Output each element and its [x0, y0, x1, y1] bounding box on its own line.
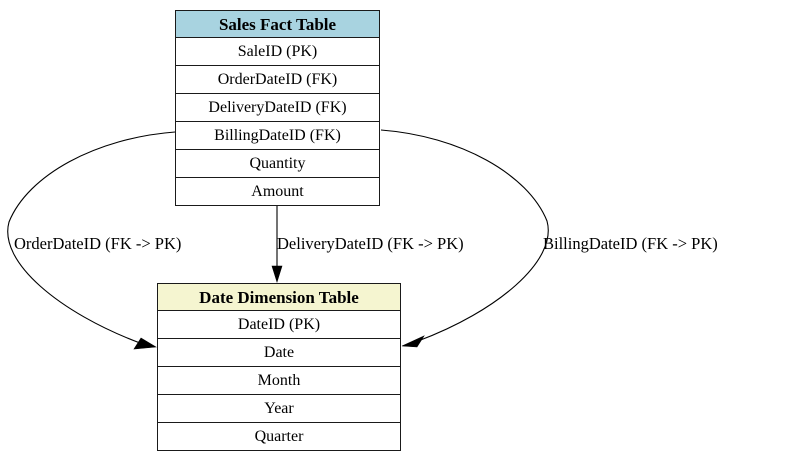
edge-label-billingdateid: BillingDateID (FK -> PK)	[543, 234, 718, 253]
sales-fact-field-orderdateid: OrderDateID (FK)	[176, 66, 379, 94]
sales-fact-field-billingdateid: BillingDateID (FK)	[176, 122, 379, 150]
sales-fact-field-deliverydateid: DeliveryDateID (FK)	[176, 94, 379, 122]
billing-edge-arrowhead	[401, 335, 425, 348]
date-dimension-field-month: Month	[158, 367, 400, 395]
date-dimension-table-title: Date Dimension Table	[158, 284, 400, 311]
edge-order-datekey	[7, 131, 176, 350]
sales-fact-table-title: Sales Fact Table	[176, 11, 379, 38]
edge-delivery-datekey	[271, 206, 283, 284]
date-dimension-field-quarter: Quarter	[158, 423, 400, 450]
edge-billing-datekey	[380, 129, 549, 348]
delivery-edge-arrowhead	[271, 265, 283, 284]
order-edge-arrowhead	[133, 337, 157, 350]
billing-edge-path	[380, 129, 549, 342]
node-sales-fact-table[interactable]: Sales Fact Table SaleID (PK) OrderDateID…	[175, 10, 380, 206]
edge-label-deliverydateid: DeliveryDateID (FK -> PK)	[277, 234, 464, 253]
sales-fact-field-amount: Amount	[176, 178, 379, 205]
sales-fact-field-saleid: SaleID (PK)	[176, 38, 379, 66]
order-edge-path	[7, 131, 176, 344]
node-date-dimension-table[interactable]: Date Dimension Table DateID (PK) Date Mo…	[157, 283, 401, 451]
sales-fact-field-quantity: Quantity	[176, 150, 379, 178]
date-dimension-field-date: Date	[158, 339, 400, 367]
date-dimension-field-dateid: DateID (PK)	[158, 311, 400, 339]
edge-label-orderdateid: OrderDateID (FK -> PK)	[14, 234, 182, 253]
date-dimension-field-year: Year	[158, 395, 400, 423]
